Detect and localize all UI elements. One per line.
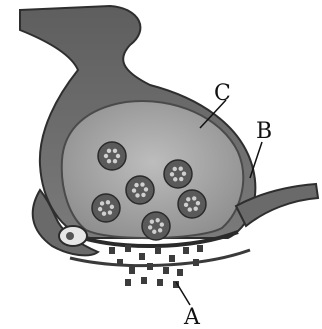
- label-a: A: [183, 305, 201, 329]
- synaptic-vesicle-icon: [178, 190, 206, 218]
- neurotransmitter-particle: [109, 247, 115, 254]
- neurotransmitter-particle: [141, 277, 147, 284]
- neurotransmitter-particle: [183, 247, 189, 254]
- neurotransmitter-particle: [125, 279, 131, 286]
- neurotransmitter-particle: [147, 263, 153, 270]
- neurotransmitter-particle: [125, 245, 131, 252]
- synaptic-vesicle-icon: [126, 176, 154, 204]
- synaptic-vesicle-icon: [142, 212, 170, 240]
- label-b: B: [256, 119, 272, 144]
- label-c: C: [214, 81, 231, 106]
- neurotransmitter-particle: [177, 269, 183, 276]
- synaptic-vesicle-icon: [92, 194, 120, 222]
- neurotransmitter-particle: [129, 267, 135, 274]
- neurotransmitter-particle: [193, 259, 199, 266]
- neurotransmitter-particle: [197, 245, 203, 252]
- synaptic-vesicle-icon: [164, 160, 192, 188]
- mitochondrion-icon: [59, 226, 87, 246]
- neurotransmitter-particle: [117, 259, 123, 266]
- neurotransmitter-particle: [155, 247, 161, 254]
- synaptic-vesicle-icon: [98, 142, 126, 170]
- neurotransmitter-particle: [157, 279, 163, 286]
- neurotransmitter-particle: [163, 267, 169, 274]
- neurotransmitter-particle: [169, 255, 175, 262]
- neurotransmitter-particle: [139, 253, 145, 260]
